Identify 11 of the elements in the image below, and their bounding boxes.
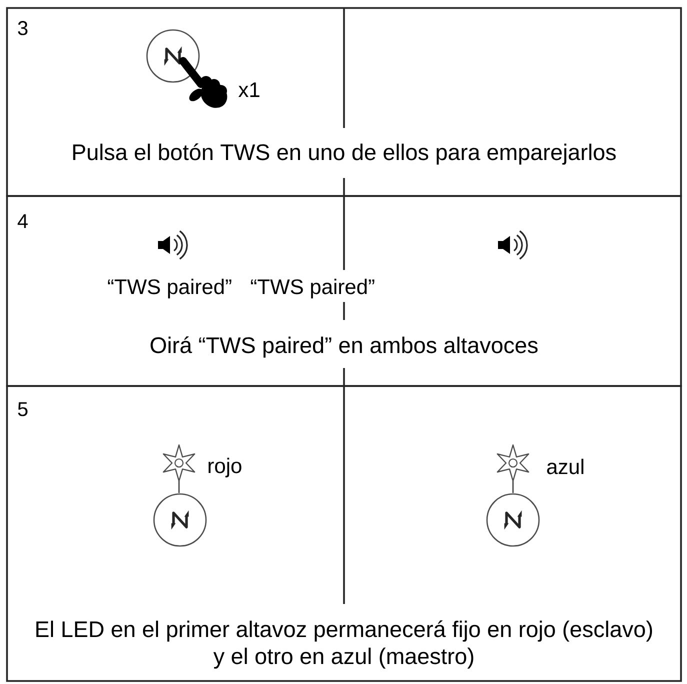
step-number: 5 [18, 402, 28, 416]
step-number: 3 [18, 21, 28, 36]
step-number: 4 [18, 214, 28, 228]
count-label: x1 [238, 82, 260, 97]
instruction-text: Oirá “TWS paired” en ambos altavoces [150, 336, 538, 358]
instruction-text: Pulsa el botón TWS en uno de ellos para emparejarlos [73, 143, 616, 165]
instruction-text: El LED en el primer altavoz permanecerá fijo en rojo (esclavo) y el otro en azul (maestro) [36, 620, 652, 669]
color-label: rojo [208, 458, 242, 478]
voice-prompt-text: “TWS paired” [250, 278, 374, 298]
voice-prompt-text: “TWS paired” [108, 278, 232, 298]
color-label: azul [547, 458, 584, 474]
